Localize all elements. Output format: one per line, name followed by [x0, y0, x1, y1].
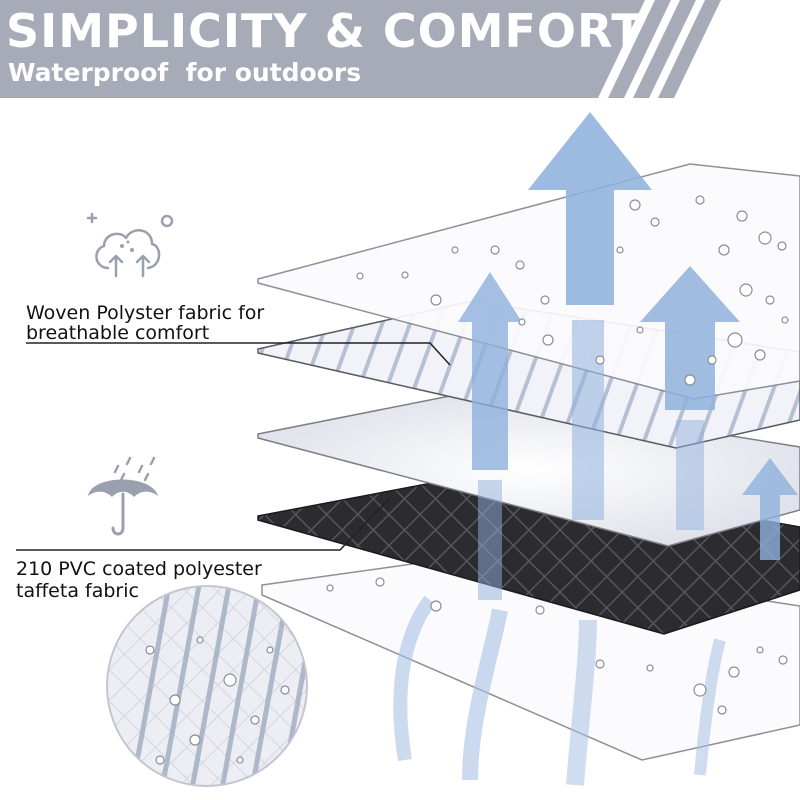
- banner-panel: [0, 0, 645, 98]
- banner-background: [0, 0, 800, 98]
- top-clear-layer: [257, 163, 800, 400]
- airflow-wisp: [393, 595, 436, 762]
- banner-title: SIMPLICITY & COMFORT: [6, 4, 644, 58]
- umbrella-rain-icon: [88, 456, 158, 536]
- feature-label-pvc-line2: taffeta fabric: [16, 580, 139, 602]
- breathable-dots-icon: [120, 240, 134, 252]
- breathable-fabric-icon: [86, 212, 174, 278]
- airflow-arrow-icon: [742, 458, 798, 560]
- banner-stripe: [608, 0, 671, 98]
- airflow-wisp: [566, 619, 597, 786]
- banner-subtitle: Waterproof for outdoors: [8, 58, 362, 87]
- airflow-arrow-icon: [640, 266, 740, 410]
- airflow-arrow-icon: [458, 272, 522, 470]
- leader-line-top: [26, 342, 451, 366]
- water-drops: [356, 195, 789, 386]
- banner-stripe: [658, 0, 721, 98]
- airflow-wisp: [462, 608, 508, 781]
- airflow-shaft: [478, 480, 502, 600]
- water-drops-bottom: [326, 577, 788, 715]
- header-banner: SIMPLICITY & COMFORT Waterproof for outd…: [0, 0, 800, 98]
- airflow-shaft: [676, 420, 704, 530]
- airflow-wisp: [694, 638, 726, 776]
- airflow-arrow-icon: [528, 112, 652, 305]
- leader-line-bottom: [16, 497, 391, 551]
- feature-label-pvc-line1: 210 PVC coated polyester: [16, 558, 262, 580]
- feature-label-woven-line2: breathable comfort: [26, 322, 210, 344]
- feature-label-woven-line1: Woven Polyster fabric for: [26, 302, 265, 324]
- banner-stripe: [633, 0, 696, 98]
- fabric-zoom-circle: [107, 586, 307, 786]
- airflow-shaft: [572, 320, 604, 520]
